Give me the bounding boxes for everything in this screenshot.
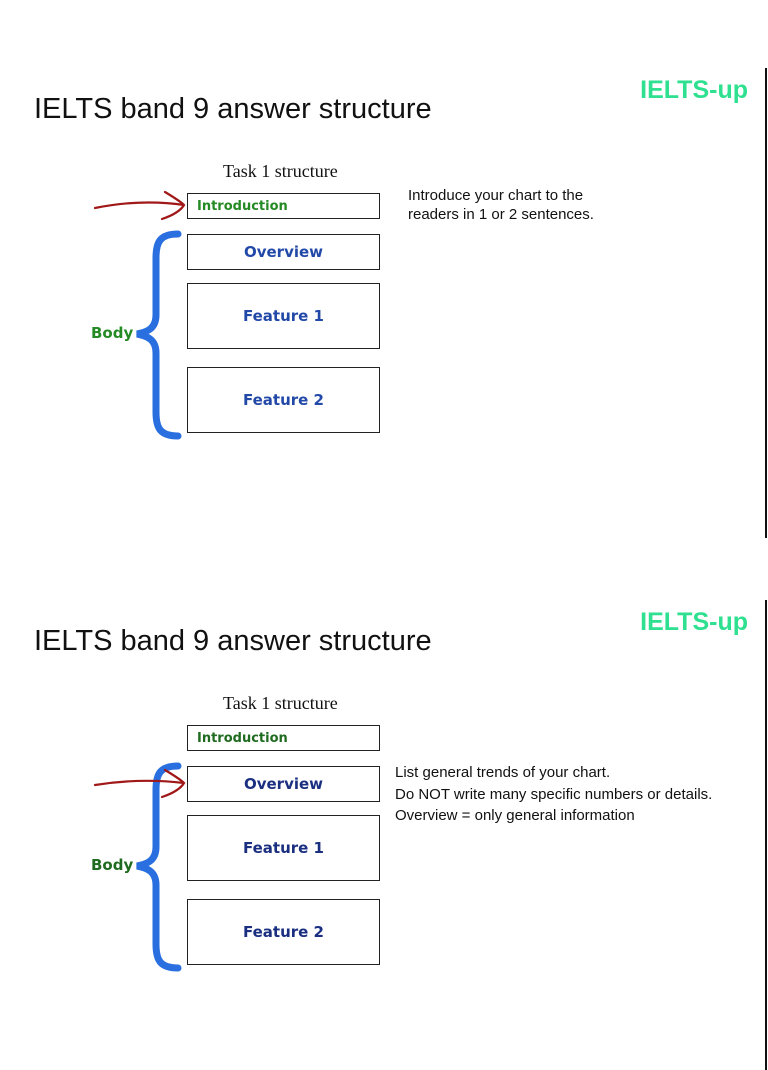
- note-line: List general trends of your chart.: [395, 764, 611, 781]
- slide-title: IELTS band 9 answer structure: [34, 625, 432, 657]
- overview-box: Overview: [187, 234, 380, 270]
- pointer-arrow: [93, 768, 186, 799]
- introduction-box: Introduction: [187, 193, 380, 219]
- diagram-graphics: [93, 190, 186, 440]
- feature-2-box: Feature 2: [187, 899, 380, 965]
- body-brace: [136, 762, 182, 972]
- feature-2-box: Feature 2: [187, 367, 380, 433]
- slide-introduction: IELTS-up IELTS band 9 answer structure T…: [0, 60, 768, 538]
- page-edge-line: [765, 68, 767, 538]
- diagram-title: Task 1 structure: [223, 693, 338, 713]
- brand-logo: IELTS-up: [640, 608, 748, 636]
- page-edge-line: [765, 600, 767, 1070]
- brand-logo: IELTS-up: [640, 76, 748, 104]
- slide-title: IELTS band 9 answer structure: [34, 93, 432, 125]
- overview-box: Overview: [187, 766, 380, 802]
- overview-note: List general trends of your chart. Do NO…: [395, 762, 755, 827]
- slide-overview: IELTS-up IELTS band 9 answer structure T…: [0, 592, 768, 1070]
- feature-1-box: Feature 1: [187, 815, 380, 881]
- introduction-note: Introduce your chart to the readers in 1…: [408, 187, 594, 223]
- body-label: Body: [91, 856, 134, 874]
- note-line: Overview = only general information: [395, 807, 635, 824]
- feature-1-box: Feature 1: [187, 283, 380, 349]
- diagram-graphics: [93, 762, 186, 972]
- introduction-box: Introduction: [187, 725, 380, 751]
- pointer-arrow: [93, 190, 186, 221]
- note-line: Do NOT write many specific numbers or de…: [395, 785, 713, 803]
- diagram-title: Task 1 structure: [223, 161, 338, 181]
- body-label: Body: [91, 324, 134, 342]
- body-brace: [136, 230, 182, 440]
